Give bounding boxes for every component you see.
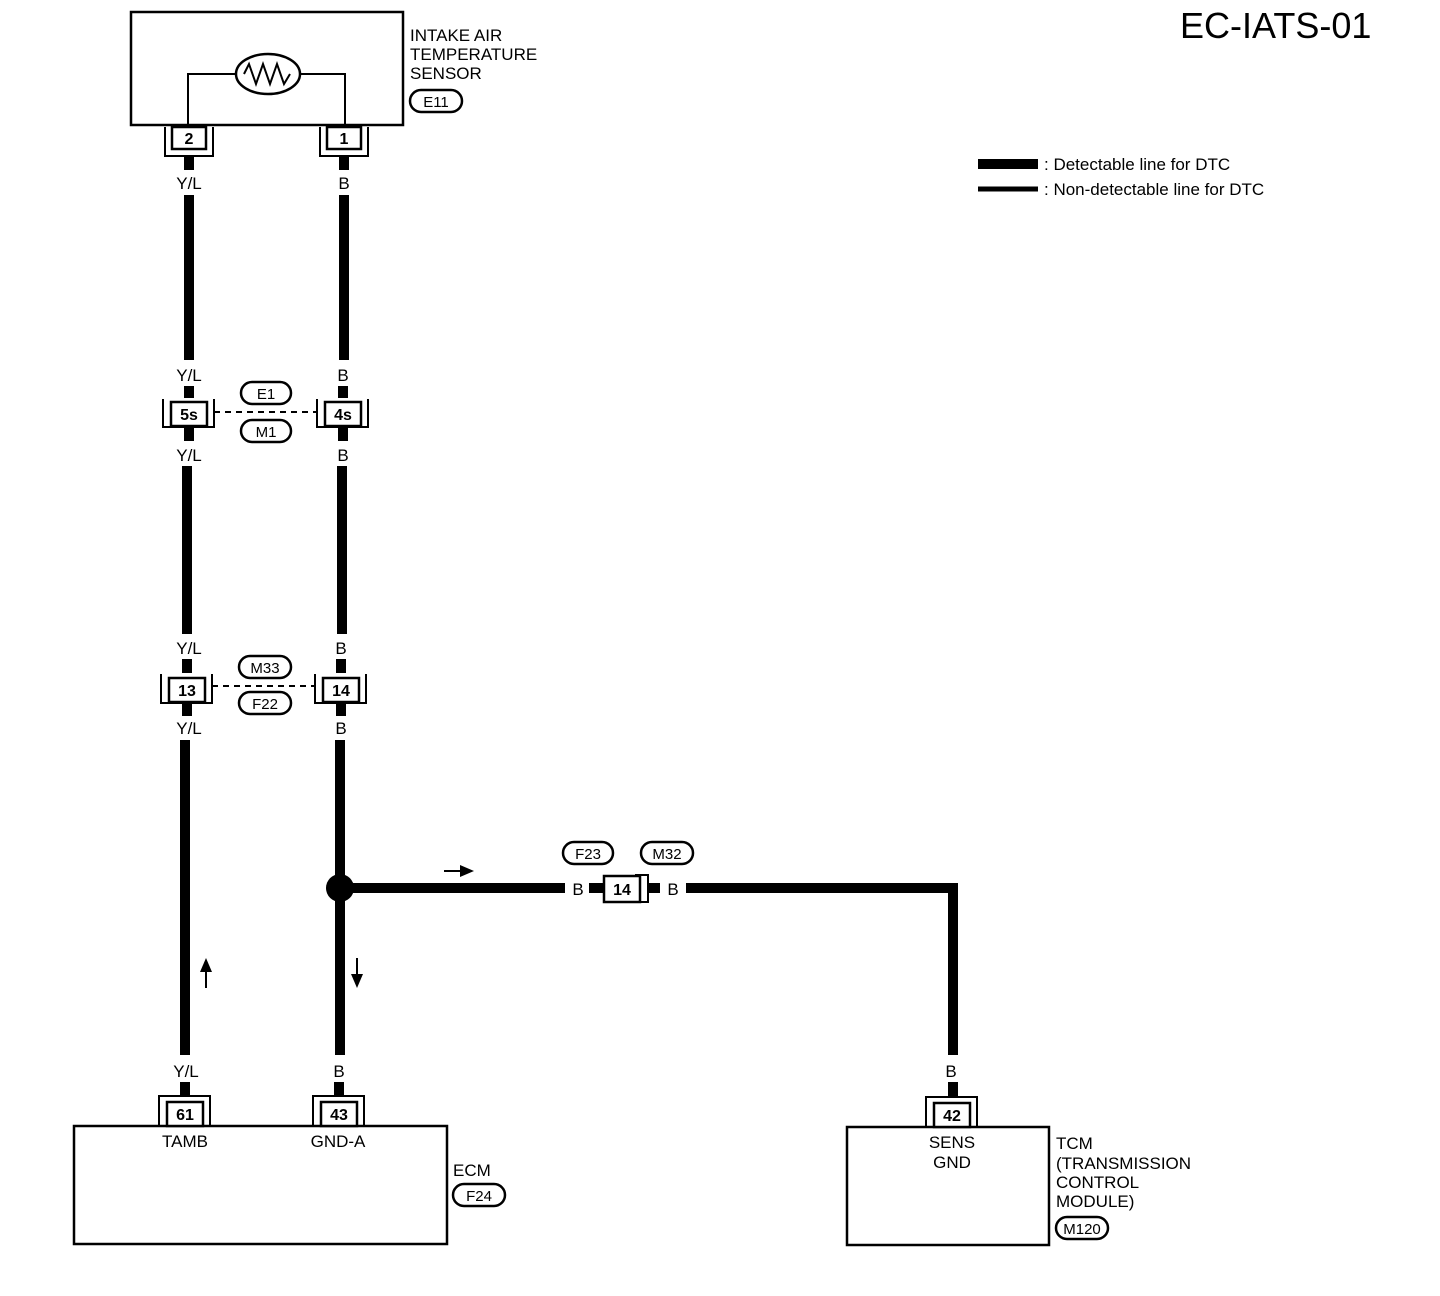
tcm-pin42-function-line1: SENS (929, 1133, 975, 1152)
joint2-connector-top-tag (237, 654, 293, 680)
ecm-connector-id: F24 (466, 1188, 492, 1205)
joint-connector-e1-m1: 5s 4s E1 M1 (162, 380, 369, 444)
wire-yl-label-1: Y/L (176, 174, 202, 193)
joint3-pin-box (602, 874, 642, 904)
wire-b-label-1: B (338, 174, 349, 193)
wire-b-branch-tcm: B B 14 F23 M32 (340, 840, 958, 1055)
ecm-name: ECM (453, 1161, 491, 1180)
legend: : Detectable line for DTC : Non-detectab… (978, 155, 1264, 199)
sensor-pin2-box (170, 125, 208, 151)
joint1-connector-bottom-tag (239, 418, 293, 444)
ecm-pin43-box (319, 1100, 359, 1128)
legend-detectable-text: : Detectable line for DTC (1044, 155, 1230, 174)
wire-yl: Y/L Y/L Y/L Y/L Y/L Y/L (173, 156, 212, 1081)
wire-b-label-3: B (337, 446, 348, 465)
branch-wire-label-right: B (667, 880, 678, 899)
tcm-body (845, 1125, 1051, 1247)
ecm-connector-tag (451, 1182, 507, 1208)
wire-yl-label-5: Y/L (176, 719, 202, 738)
ecm-pin61-box (165, 1100, 205, 1128)
joint2-connector-top: M33 (250, 660, 279, 677)
joint1-right-pin: 4s (334, 407, 352, 424)
wire-b: B B B B B B (326, 156, 363, 1081)
legend-non-detectable-text: : Non-detectable line for DTC (1044, 180, 1264, 199)
joint2-connector-bottom-tag (237, 690, 293, 716)
wire-b-label-4: B (335, 639, 346, 658)
sensor-pin2-label: 2 (185, 131, 194, 148)
wire-yl-label-4: Y/L (176, 639, 202, 658)
tcm-name-line3: CONTROL (1056, 1173, 1139, 1192)
joint3-bracket (635, 874, 649, 903)
thermistor-zigzag-icon (243, 60, 291, 88)
joint3-connector-right-tag (639, 840, 695, 866)
joint2-right-pin-box (321, 676, 361, 704)
joint1-connector-bottom: M1 (256, 424, 277, 441)
joint2-left-pin-box (167, 676, 207, 704)
ecm-pin43-bracket (312, 1095, 365, 1126)
wire-b-label-5: B (335, 719, 346, 738)
joint3-connector-left: F23 (575, 846, 601, 863)
wire-yl-label-3: Y/L (176, 446, 202, 465)
sensor-pin1-label: 1 (340, 131, 349, 148)
ecm-pin61-function: TAMB (162, 1132, 208, 1151)
joint1-connector-top: E1 (257, 386, 275, 403)
wire-yl-label-6: Y/L (173, 1062, 199, 1081)
ecm-body (72, 1124, 449, 1246)
branch-segment-right (686, 883, 958, 1055)
sensor-internal-wire-left (187, 73, 236, 128)
sensor-name-line2: TEMPERATURE (410, 45, 537, 64)
tcm-pin42-function-line2: GND (933, 1153, 971, 1172)
tcm-pin42-bracket (925, 1096, 978, 1127)
ecm: 61 TAMB 43 GND-A ECM F24 (72, 1082, 507, 1246)
tcm-wire-label: B (945, 1062, 956, 1081)
ecm-pin43: 43 (330, 1107, 348, 1124)
sensor-internal-wire-right (300, 73, 346, 128)
intake-air-temperature-sensor: INTAKE AIR TEMPERATURE SENSOR E11 2 1 (129, 10, 537, 157)
tcm-name-line2: (TRANSMISSION (1056, 1154, 1191, 1173)
wire-yl-label-2: Y/L (176, 366, 202, 385)
joint-connector-m33-f22: 13 14 M33 F22 (160, 654, 367, 716)
tcm: B 42 SENS GND TCM (TRANSMISSION CONTROL … (845, 1062, 1191, 1247)
tcm-connector-tag (1054, 1215, 1110, 1241)
sensor-name-line3: SENSOR (410, 64, 482, 83)
sensor-pin1-box (325, 125, 363, 151)
wire-b-label-6: B (333, 1062, 344, 1081)
ecm-pin61: 61 (176, 1107, 194, 1124)
diagram-id: EC-IATS-01 (1180, 5, 1371, 46)
tcm-pin42: 42 (943, 1108, 961, 1125)
joint2-left-pin: 13 (178, 683, 196, 700)
joint1-right-pin-box (323, 400, 363, 428)
signal-arrow-up-icon (200, 958, 212, 972)
branch-wire-label-left: B (572, 880, 583, 899)
ecm-pin61-bracket (158, 1095, 211, 1126)
signal-arrow-down-icon (351, 974, 363, 988)
joint1-left-pin: 5s (180, 407, 198, 424)
ecm-pin43-function: GND-A (311, 1132, 366, 1151)
tcm-name-line1: TCM (1056, 1134, 1093, 1153)
wire-b-label-2: B (337, 366, 348, 385)
joint1-connector-top-tag (239, 380, 293, 406)
signal-arrow-right-icon (460, 865, 474, 877)
tcm-connector-id: M120 (1063, 1221, 1101, 1238)
sensor-name-line1: INTAKE AIR (410, 26, 502, 45)
joint3-pin: 14 (613, 882, 631, 899)
joint1-left-pin-box (169, 400, 209, 428)
joint3-connector-right: M32 (652, 846, 681, 863)
thermistor-icon (234, 52, 302, 96)
tcm-name-line4: MODULE) (1056, 1192, 1134, 1211)
sensor-connector-tag (408, 88, 464, 114)
joint2-right-pin: 14 (332, 683, 350, 700)
joint3-connector-left-tag (561, 840, 615, 866)
joint2-connector-bottom: F22 (252, 696, 278, 713)
tcm-pin42-box (932, 1101, 972, 1129)
sensor-connector-id: E11 (423, 94, 449, 111)
